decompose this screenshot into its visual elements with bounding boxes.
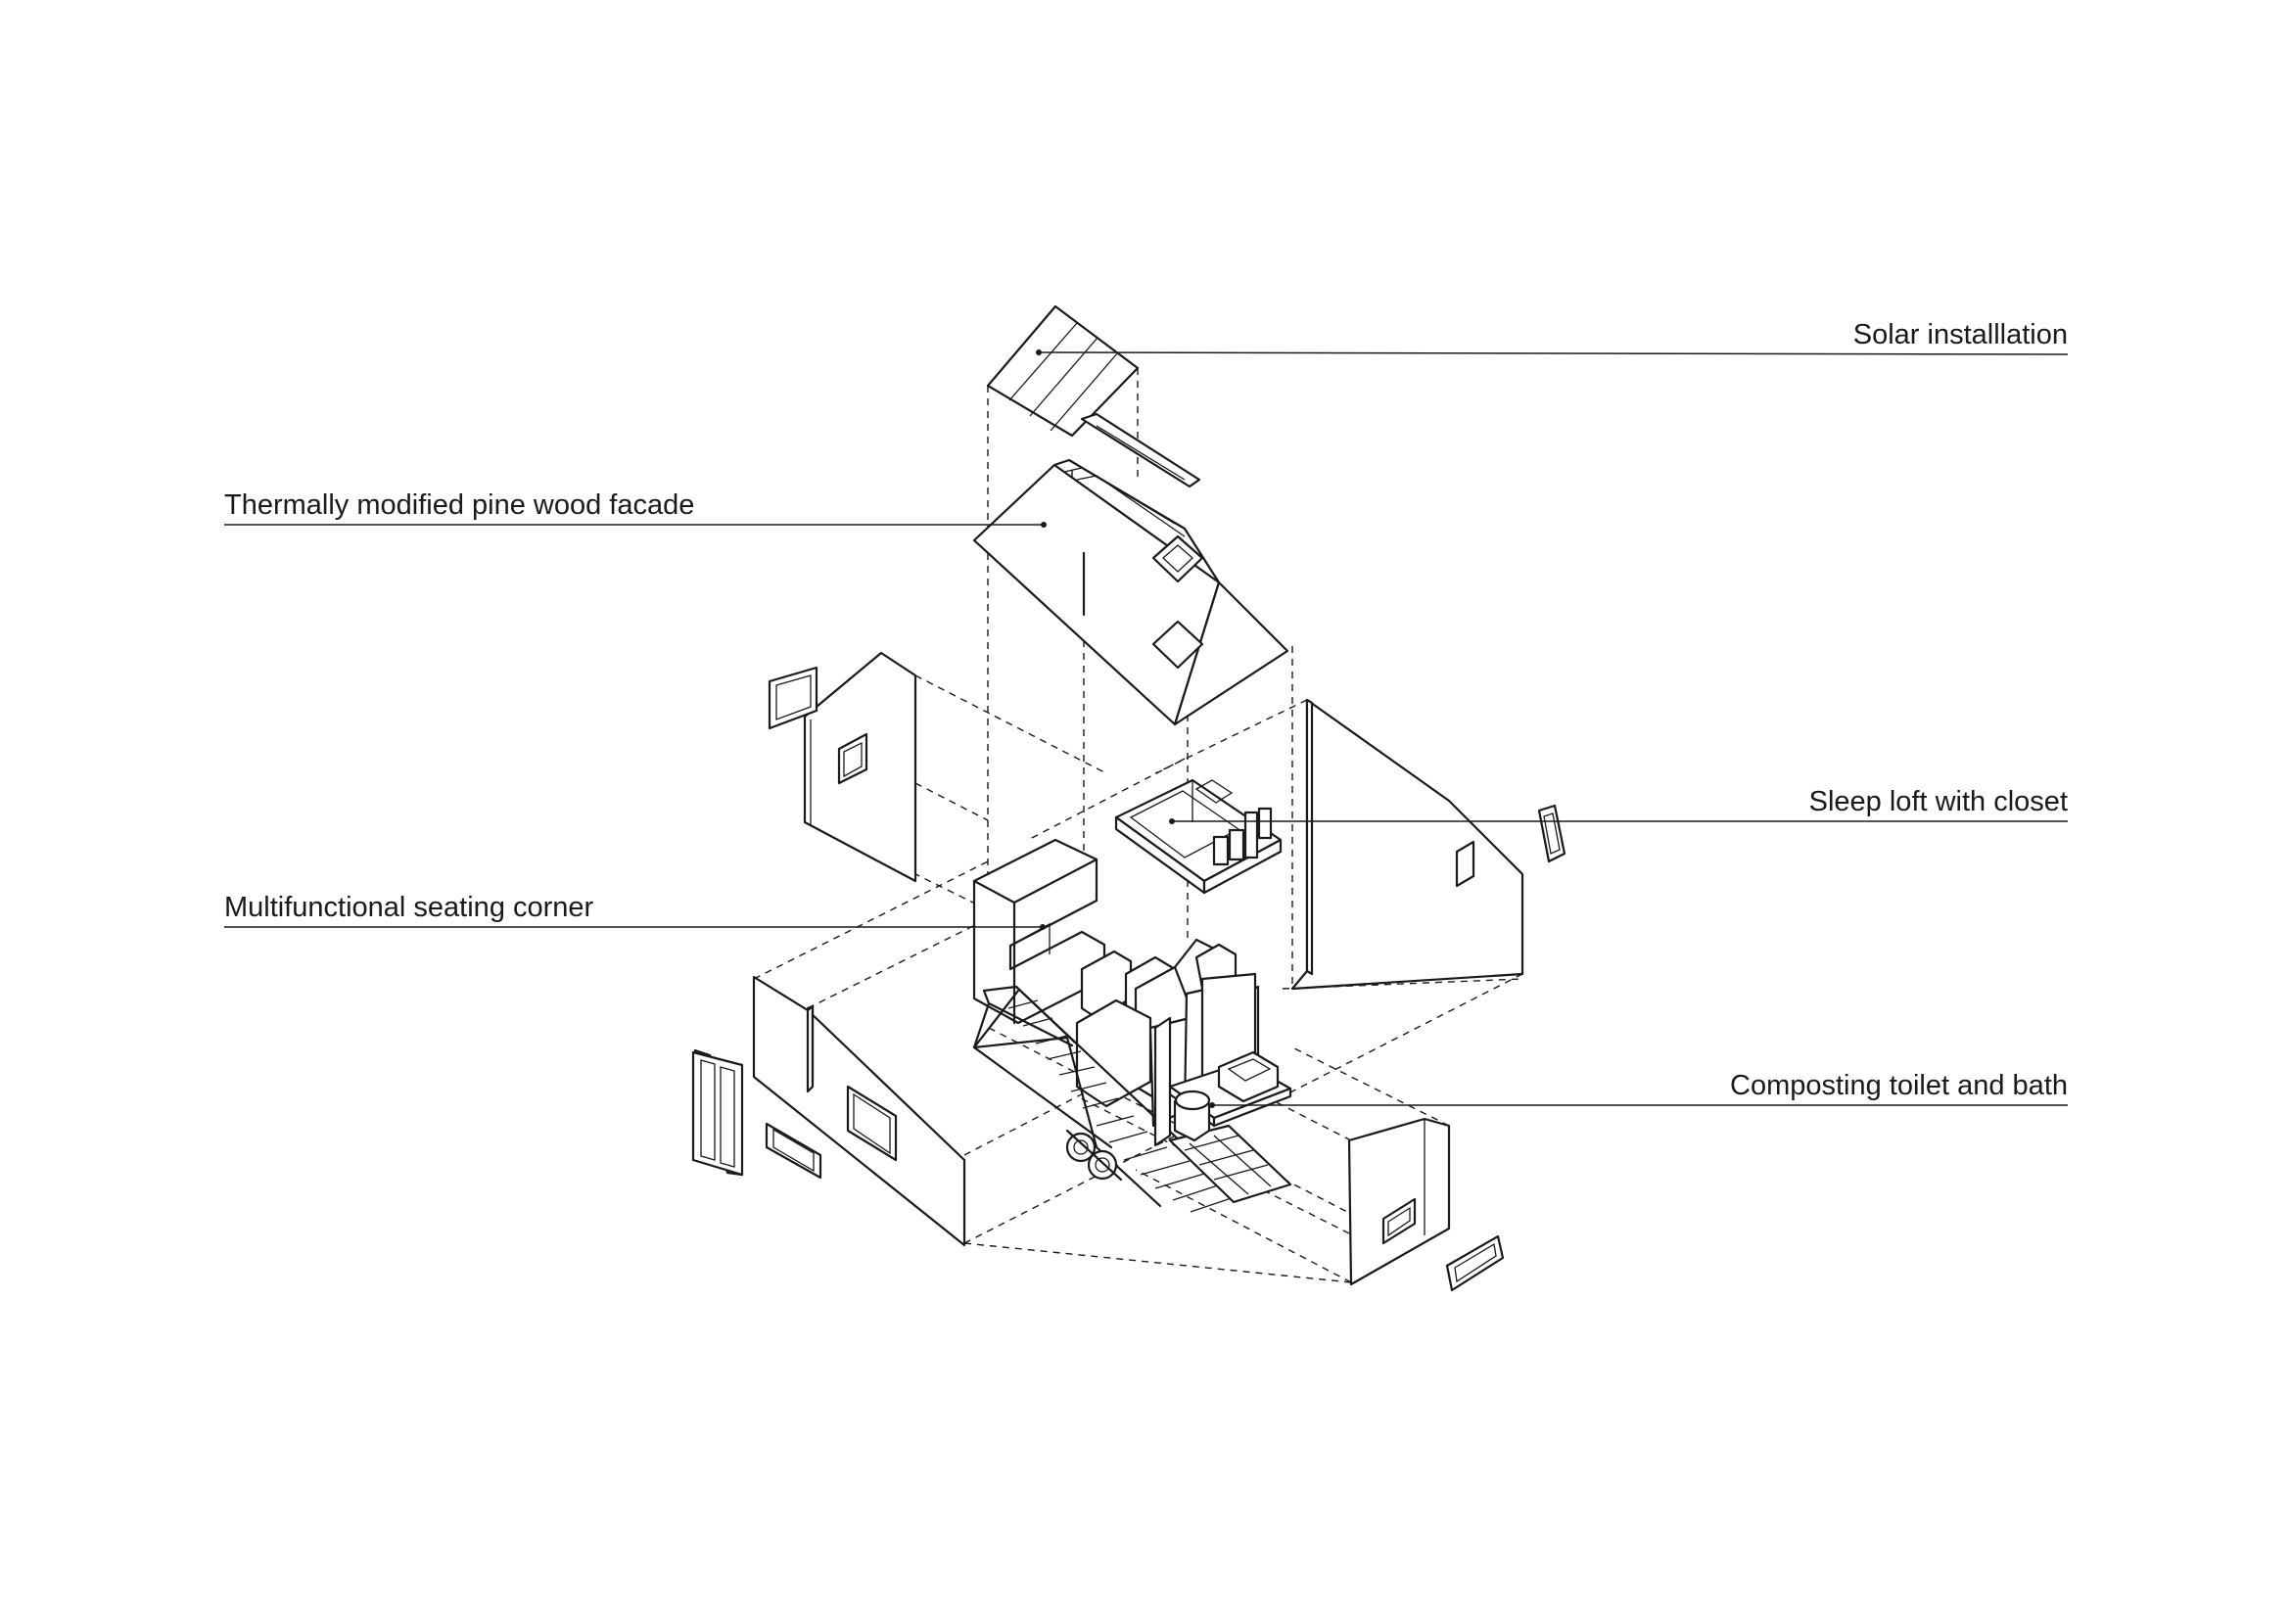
bathroom bbox=[1153, 972, 1292, 1147]
roof bbox=[972, 458, 1289, 726]
label-composting-toilet: Composting toilet and bath bbox=[1730, 1070, 2068, 1101]
sleep-loft bbox=[1114, 778, 1283, 895]
leader-lines bbox=[224, 349, 2069, 1108]
leader-facade-dot bbox=[1041, 522, 1047, 528]
label-sleep-loft: Sleep loft with closet bbox=[1808, 786, 2068, 817]
label-pine-wood-facade: Thermally modified pine wood facade bbox=[224, 489, 695, 521]
window-frame-right bbox=[1537, 804, 1566, 863]
leader-solar-dot bbox=[1036, 349, 1042, 355]
trailer-chassis bbox=[972, 985, 1292, 1213]
window-frame-bottom-left bbox=[765, 1122, 822, 1180]
left-gable-wall bbox=[803, 651, 917, 883]
label-seating-corner: Multifunctional seating corner bbox=[224, 892, 594, 923]
label-solar-installation: Solar installlation bbox=[1852, 319, 2068, 350]
door-frame bbox=[691, 1048, 744, 1177]
leader-seating-dot bbox=[1040, 924, 1046, 930]
solar-panel bbox=[986, 304, 1201, 488]
front-long-wall bbox=[752, 975, 966, 1247]
leader-loft-dot bbox=[1169, 818, 1175, 824]
leader-toilet-dot bbox=[1209, 1102, 1215, 1108]
front-gable-wall bbox=[1347, 1117, 1451, 1286]
alignment-guides bbox=[753, 368, 1523, 1283]
back-long-wall bbox=[1290, 698, 1524, 991]
leader-solar bbox=[1038, 351, 2069, 355]
window-frame-bottom-right bbox=[1445, 1234, 1505, 1292]
window-frame-top-left bbox=[768, 666, 818, 730]
